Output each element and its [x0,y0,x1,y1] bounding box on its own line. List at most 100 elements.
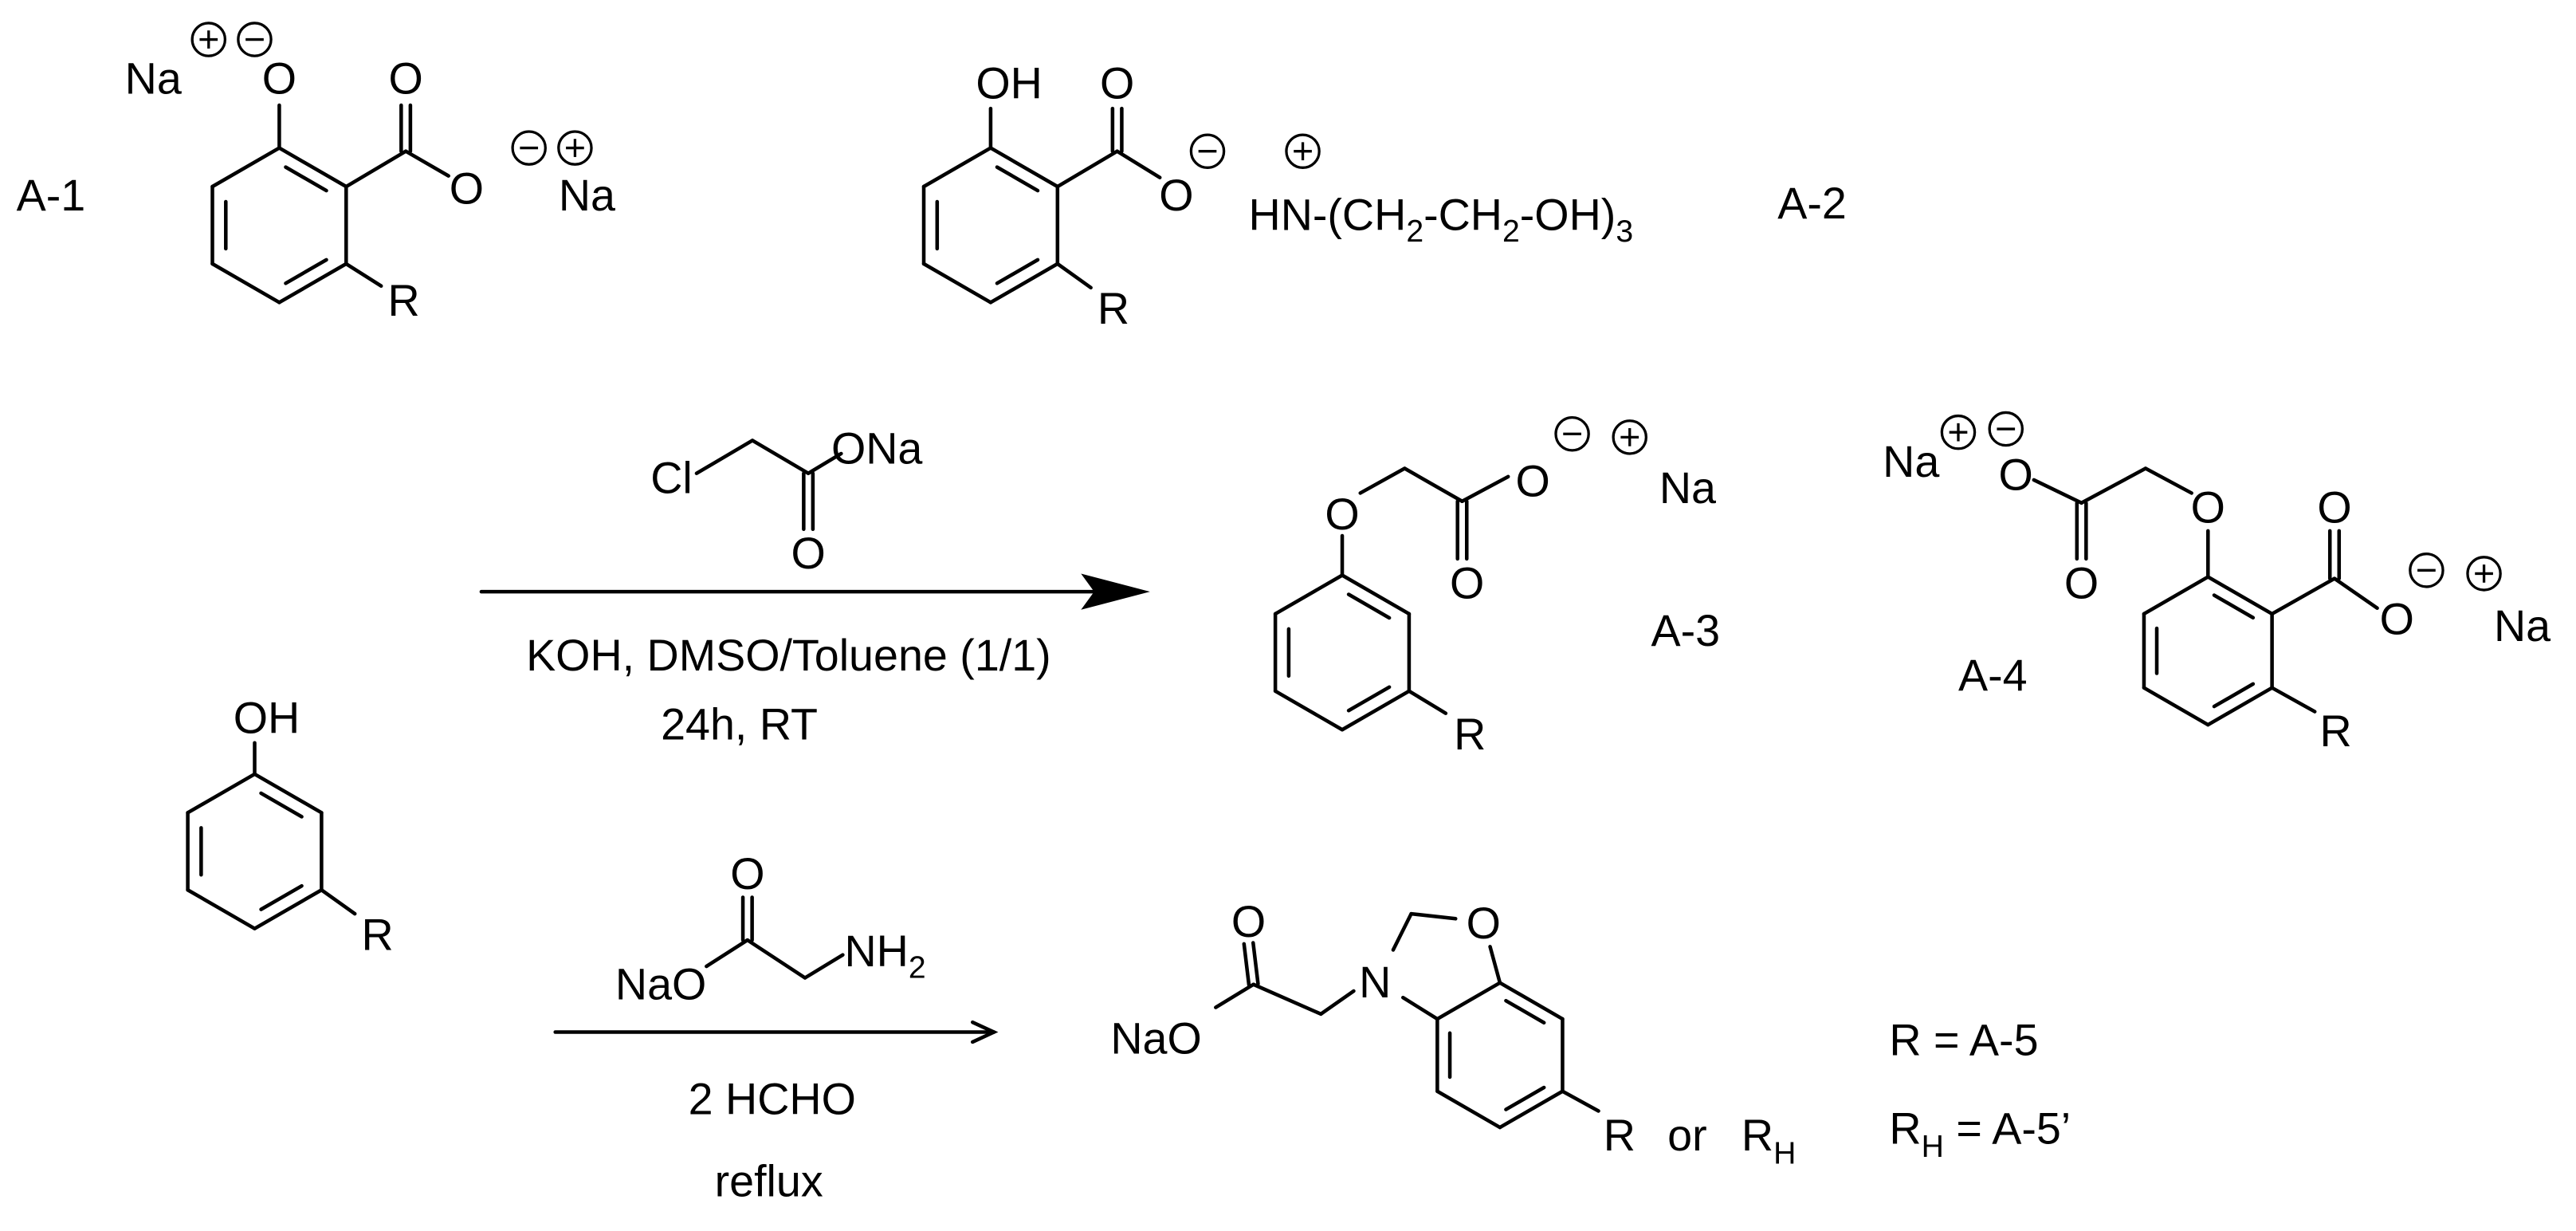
atom-oh: OH [234,693,300,742]
double-bond [1242,942,1251,987]
or-text: or [1667,1111,1706,1160]
ring-bond [1498,981,1565,1021]
atom-r: R [361,910,393,959]
aromatic-inner-bond [995,165,1040,193]
reagent-sodium-glycinate: O NaO NH2 [615,849,926,1009]
atom-o: O [2191,483,2225,533]
atom-o: O [450,164,484,214]
legend-line2: RH = A-5’ [1889,1104,2071,1164]
ring-bond [210,262,281,305]
compound-a5: NaO O N O R or RH [1110,897,1796,1170]
bonds [186,103,2379,1130]
compound-a3: O O O Na R A-3 [1325,457,1720,759]
bond [1358,466,1407,495]
charges [190,22,2502,592]
double-bond [1251,941,1260,986]
atom-o: O [1325,490,1359,539]
ring-bond [921,146,993,189]
positive-charge-icon [2466,556,2502,592]
aromatic-inner-bond [259,791,304,819]
positive-charge-icon [1612,419,1647,455]
positive-charge-icon [1285,133,1321,169]
bond [803,953,845,980]
bond [1561,1089,1600,1113]
atom-r: R [1604,1111,1636,1160]
atom-na: Na [1659,463,1716,513]
atom-o: O [1467,899,1501,948]
negative-charge-icon [1189,133,1226,169]
bond [705,938,750,969]
reaction2-conditions-line1: 2 HCHO [689,1075,856,1124]
bond [1115,149,1162,179]
ring-bond [1273,689,1345,732]
negative-charge-icon [511,130,547,166]
bond [2079,466,2148,505]
atom-na: Na [1883,437,1939,486]
ring-bond [2142,686,2210,727]
atom-o: O [791,529,825,578]
ring-bond [277,262,348,305]
compound-a2: OH O O HN-(CH2-CH2-OH)3 A-2 R [976,59,1846,333]
ring-bond [253,887,324,930]
atom-o: O [1231,897,1266,946]
atom-o: O [388,54,422,104]
reaction1-conditions-line1: KOH, DMSO/Toluene (1/1) [526,631,1051,680]
atom-ona: ONa [831,423,922,473]
bond [1403,466,1464,504]
ring-bond [2206,686,2274,727]
ring-bond [1340,689,1412,732]
atom-o: O [2064,558,2099,608]
negative-charge-icon [1554,415,1590,452]
aromatic-inner-bond [995,258,1040,285]
bond [1460,474,1510,504]
ring-bond [2206,575,2274,616]
bond [1055,149,1119,189]
bond [745,938,807,980]
atom-o: O [2317,483,2351,533]
bond [1251,982,1323,1017]
atom-n: N [1359,958,1391,1007]
atom-o: O [2380,595,2414,644]
reagent-chloroacetate: Cl ONa O [650,423,922,578]
aromatic-inner-bond [1346,685,1392,713]
ring-bond [988,146,1060,189]
atom-nao: NaO [1110,1013,1201,1063]
bond [2270,576,2337,616]
ring-bond [277,146,348,189]
aromatic-inner-bond [1346,592,1392,620]
atom-nh2: NH2 [844,926,925,985]
atom-rh: RH [1742,1111,1796,1170]
reaction2-arrow [553,1020,999,1044]
atom-o: O [1450,558,1484,608]
bond [2332,576,2379,610]
reaction1-conditions-line2: 24h, RT [661,700,818,749]
ring-bond [253,772,324,815]
atom-r: R [2319,706,2351,756]
atom-cl: Cl [650,453,693,502]
bond [1401,995,1439,1021]
reaction1-arrow [479,573,1150,610]
ring-bond [186,887,257,930]
bond [750,439,811,475]
bond [1318,989,1356,1017]
aromatic-inner-bond [2212,682,2256,709]
atom-o: O [1998,450,2032,499]
ring-bond [1435,1089,1502,1130]
atom-r: R [1098,284,1129,333]
aromatic-inner-bond [1504,998,1546,1025]
bond [1214,982,1255,1009]
compound-label: A-4 [1958,651,2028,700]
atom-na: Na [559,171,615,220]
ring-bond [1435,981,1502,1021]
atom-o: O [1100,59,1134,108]
ring-bond [988,262,1060,305]
counterion-triethanolammonium: HN-(CH2-CH2-OH)3 [1249,191,1634,249]
bond [2270,686,2317,714]
atom-r: R [1454,710,1486,759]
compound-label: A-3 [1651,606,1721,655]
negative-charge-icon [237,22,273,57]
bond [1407,689,1448,715]
aromatic-inner-bond [1504,1085,1546,1111]
bond [344,149,408,189]
